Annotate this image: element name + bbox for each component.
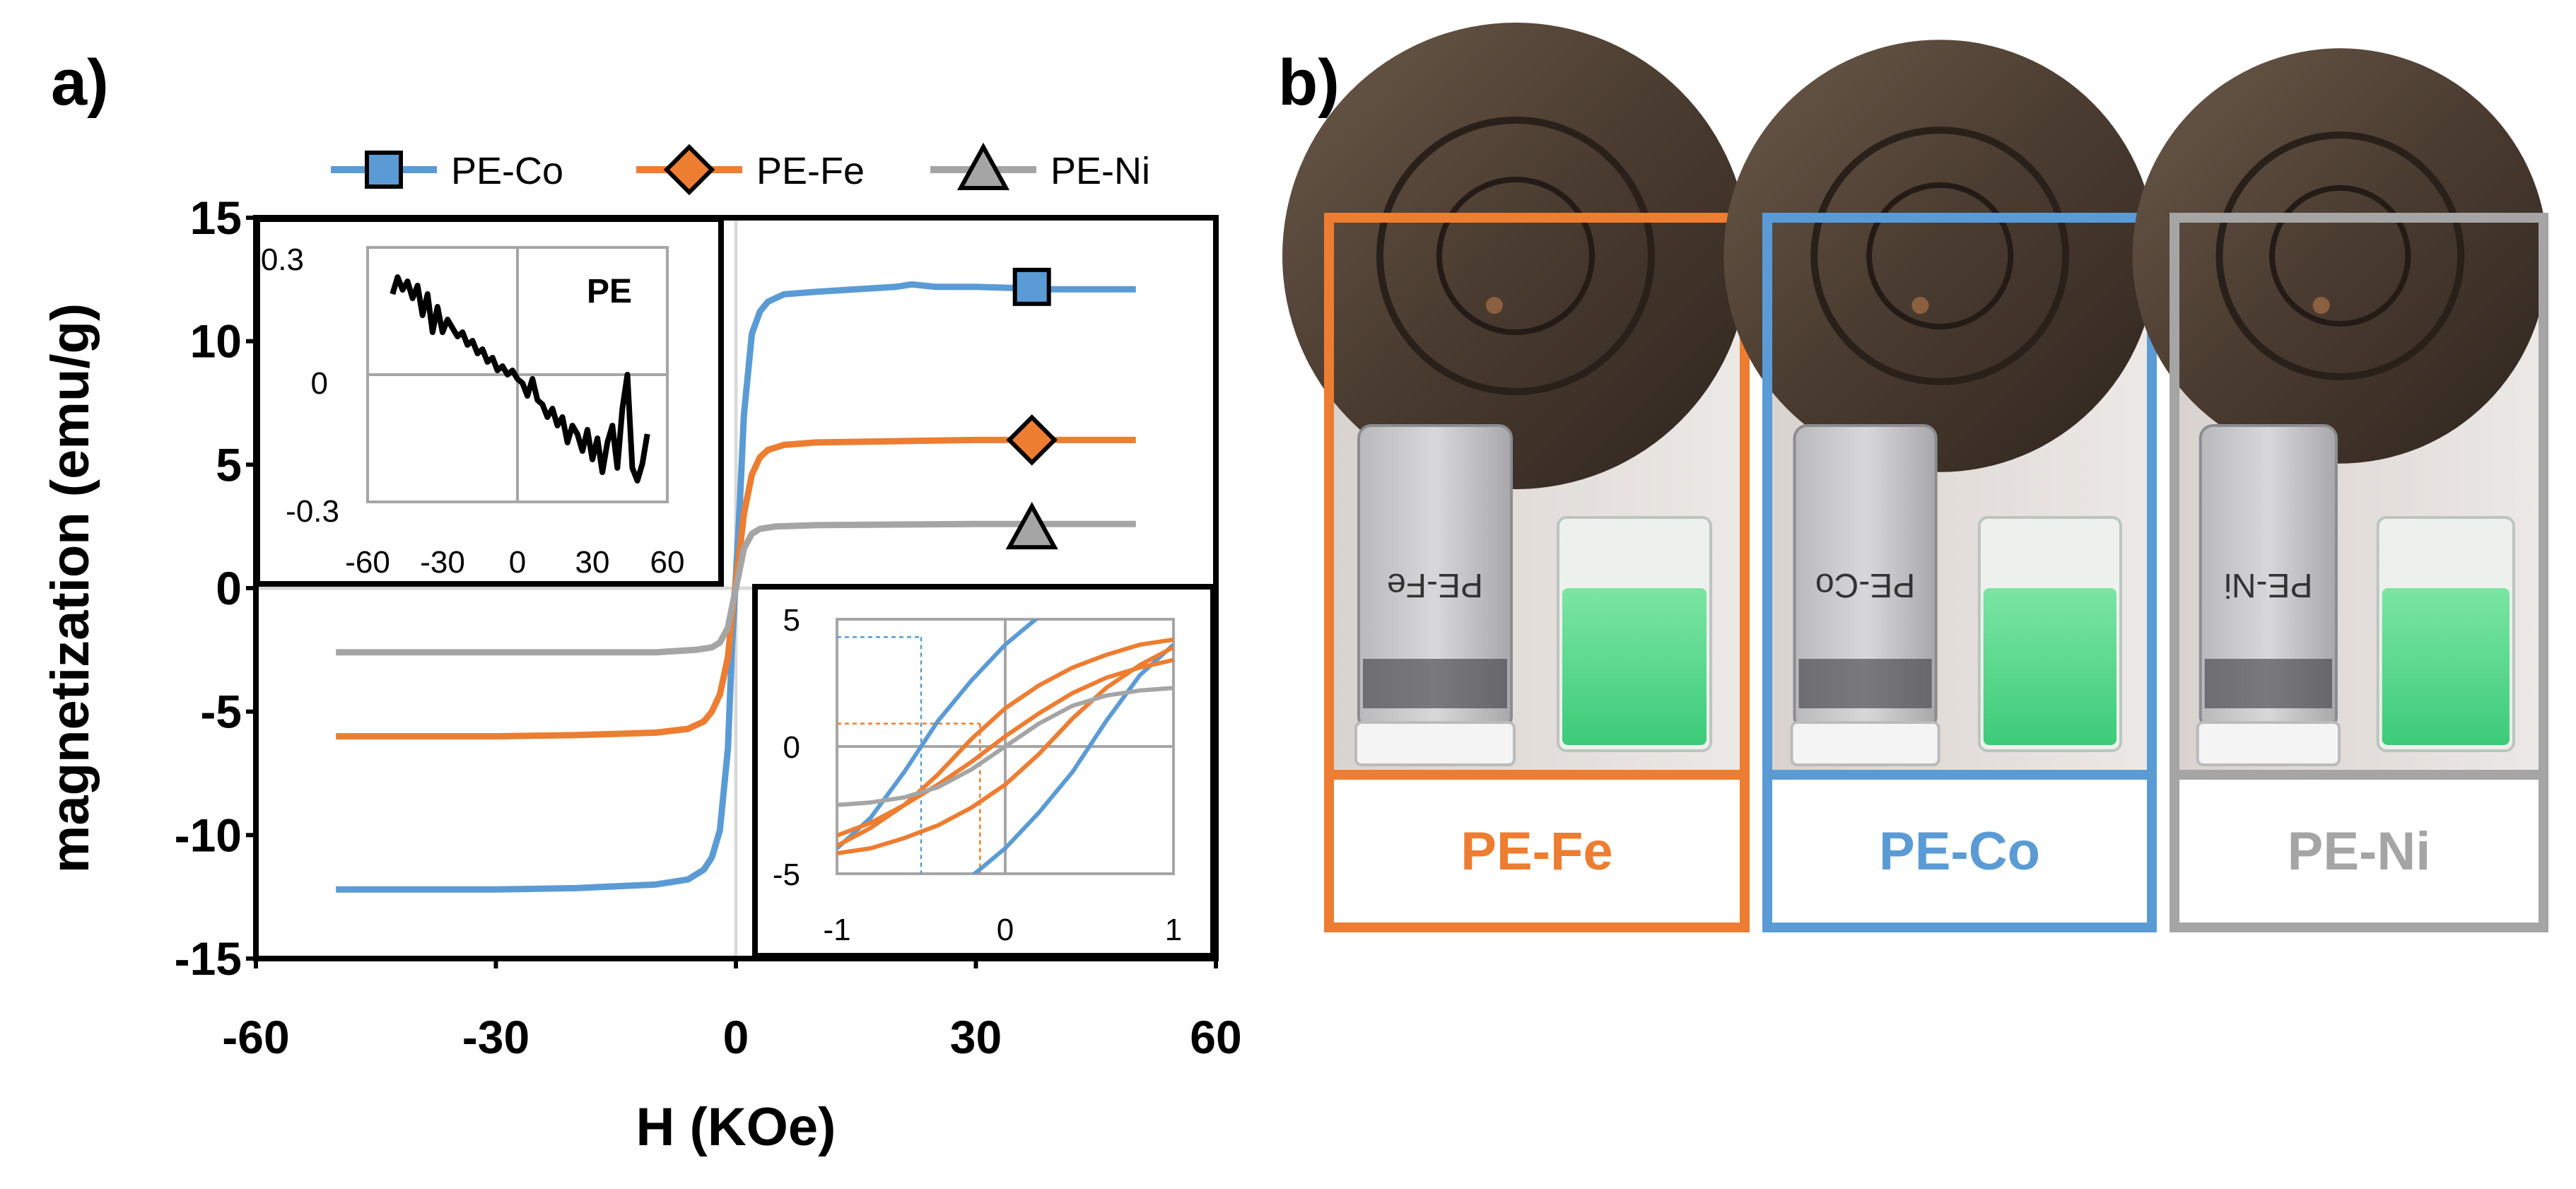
legend-marker-pe-fe <box>663 144 715 196</box>
inset-pe-line <box>390 274 650 484</box>
x-tick-label: 60 <box>1190 1011 1241 1063</box>
inset-pe-chart: -60 -30 0 30 60 0.3 0 -0.3 PE <box>254 216 724 587</box>
inset-pe-y-tick-label: -0.3 <box>286 494 339 529</box>
inset-zoom-y-tick-label: -5 <box>773 857 800 892</box>
photo-label-box <box>1324 770 1750 932</box>
magnet <box>2132 48 2548 464</box>
magnet-ring-inner <box>1436 177 1595 335</box>
inset-pe-y-tick-label: 0.3 <box>261 242 304 277</box>
vial-powder <box>2204 659 2332 708</box>
inset-pe-y-tick-label: 0 <box>311 366 328 401</box>
photo-label-box <box>2170 770 2548 932</box>
y-tick-label: -10 <box>175 809 242 861</box>
legend-label-pe-co: PE-Co <box>451 150 563 192</box>
y-tick-label: 0 <box>216 562 242 614</box>
inset-pe-title: PE <box>587 273 632 310</box>
y-axis-label: magnetization (emu/g) <box>40 303 100 873</box>
inset-zoom-y-tick-label: 0 <box>783 730 800 765</box>
inset-pe-frame <box>254 216 724 587</box>
photo-label: PE-Co <box>1879 821 2040 882</box>
beaker-solution <box>2382 588 2510 745</box>
inset-pe-x-tick-label: 30 <box>575 545 610 580</box>
beaker-solution <box>1562 588 1706 745</box>
magnet-bolt <box>2312 297 2330 314</box>
main-series-markers <box>1005 267 1058 550</box>
vial-handwritten-label: PE-Fe <box>1387 566 1483 604</box>
vial-powder <box>1363 659 1507 708</box>
inset-pe-x-tick-label: 60 <box>650 545 685 580</box>
magnet <box>1723 40 2156 472</box>
chart-legend: PE-Co PE-Fe PE-Ni <box>331 142 1150 196</box>
inset-zoom-tick-labels: -1 0 1 -5 0 5 <box>773 603 1182 947</box>
vial-cap <box>1790 721 1940 766</box>
magnet-ring <box>1810 127 2070 385</box>
inset-zoom-series <box>837 619 1173 874</box>
x-tick-label: -30 <box>462 1011 529 1063</box>
magnet-bolt <box>1486 297 1503 314</box>
series-marker-pe-fe <box>1006 414 1058 466</box>
vial-powder <box>1798 659 1932 708</box>
inset-pe-x-tick-label: -30 <box>420 545 465 580</box>
series-line-pe-co <box>336 281 1136 893</box>
series-line-pe-ni <box>336 520 1136 656</box>
legend-marker-pe-ni <box>956 142 1010 190</box>
vial-cap <box>1354 721 1516 766</box>
panel-label-a: a) <box>51 47 109 119</box>
series-marker-pe-co <box>1012 267 1051 306</box>
main-series <box>336 281 1136 893</box>
x-axis-label: H (KOe) <box>636 1097 836 1157</box>
panel-label-b: b) <box>1278 47 1340 119</box>
inset-zoom-frame <box>752 584 1216 959</box>
inset-pe-series <box>390 274 650 484</box>
inset-zoom-x-tick-label: -1 <box>823 913 850 947</box>
photo-label: PE-Ni <box>2288 821 2431 882</box>
y-tick-label: -5 <box>200 686 242 738</box>
beaker-solution <box>1983 588 2117 745</box>
y-tick-label: 15 <box>190 192 242 244</box>
vial-cap <box>2196 721 2341 766</box>
inset-pe-x-tick-label: 0 <box>509 545 526 580</box>
legend-label-pe-fe: PE-Fe <box>756 150 865 192</box>
inset-zoom-chart: -1 0 1 -5 0 5 <box>752 584 1216 959</box>
photo-label: PE-Fe <box>1460 821 1612 882</box>
inset-pe-x-tick-label: -60 <box>345 545 390 580</box>
magnet-ring <box>2215 131 2465 380</box>
magnet-bolt <box>1911 297 1929 314</box>
inset-zoom-y-tick-label: 5 <box>783 603 800 638</box>
y-tick-label: -15 <box>175 932 242 985</box>
inset-zoom-line-pe-fe <box>837 645 1173 856</box>
y-tick-label: 5 <box>216 438 242 491</box>
vial-handwritten-label: PE-Ni <box>2224 566 2312 604</box>
x-tick-label: -60 <box>222 1011 289 1063</box>
inset-zoom-x-tick-label: 0 <box>997 913 1014 947</box>
magnet-ring <box>1376 117 1655 395</box>
vial-handwritten-label: PE-Co <box>1815 566 1915 604</box>
x-tick-label: 30 <box>950 1011 1002 1063</box>
inset-zoom-line-pe-fe <box>837 657 1173 838</box>
magnet <box>1282 23 1749 489</box>
magnet-ring-inner <box>1866 182 2014 330</box>
photo-label-box <box>1762 770 2157 932</box>
inset-zoom-line-pe-ni <box>837 686 1173 807</box>
inset-pe-tick-labels: -60 -30 0 30 60 0.3 0 -0.3 <box>261 242 685 580</box>
legend-marker-pe-co <box>365 151 403 189</box>
series-marker-pe-ni <box>1005 501 1058 550</box>
magnet-ring-inner <box>2269 184 2411 327</box>
y-tick-label: 10 <box>190 315 242 368</box>
inset-zoom-x-tick-label: 1 <box>1165 913 1182 947</box>
legend-label-pe-ni: PE-Ni <box>1050 150 1150 192</box>
x-tick-label: 0 <box>723 1011 749 1063</box>
